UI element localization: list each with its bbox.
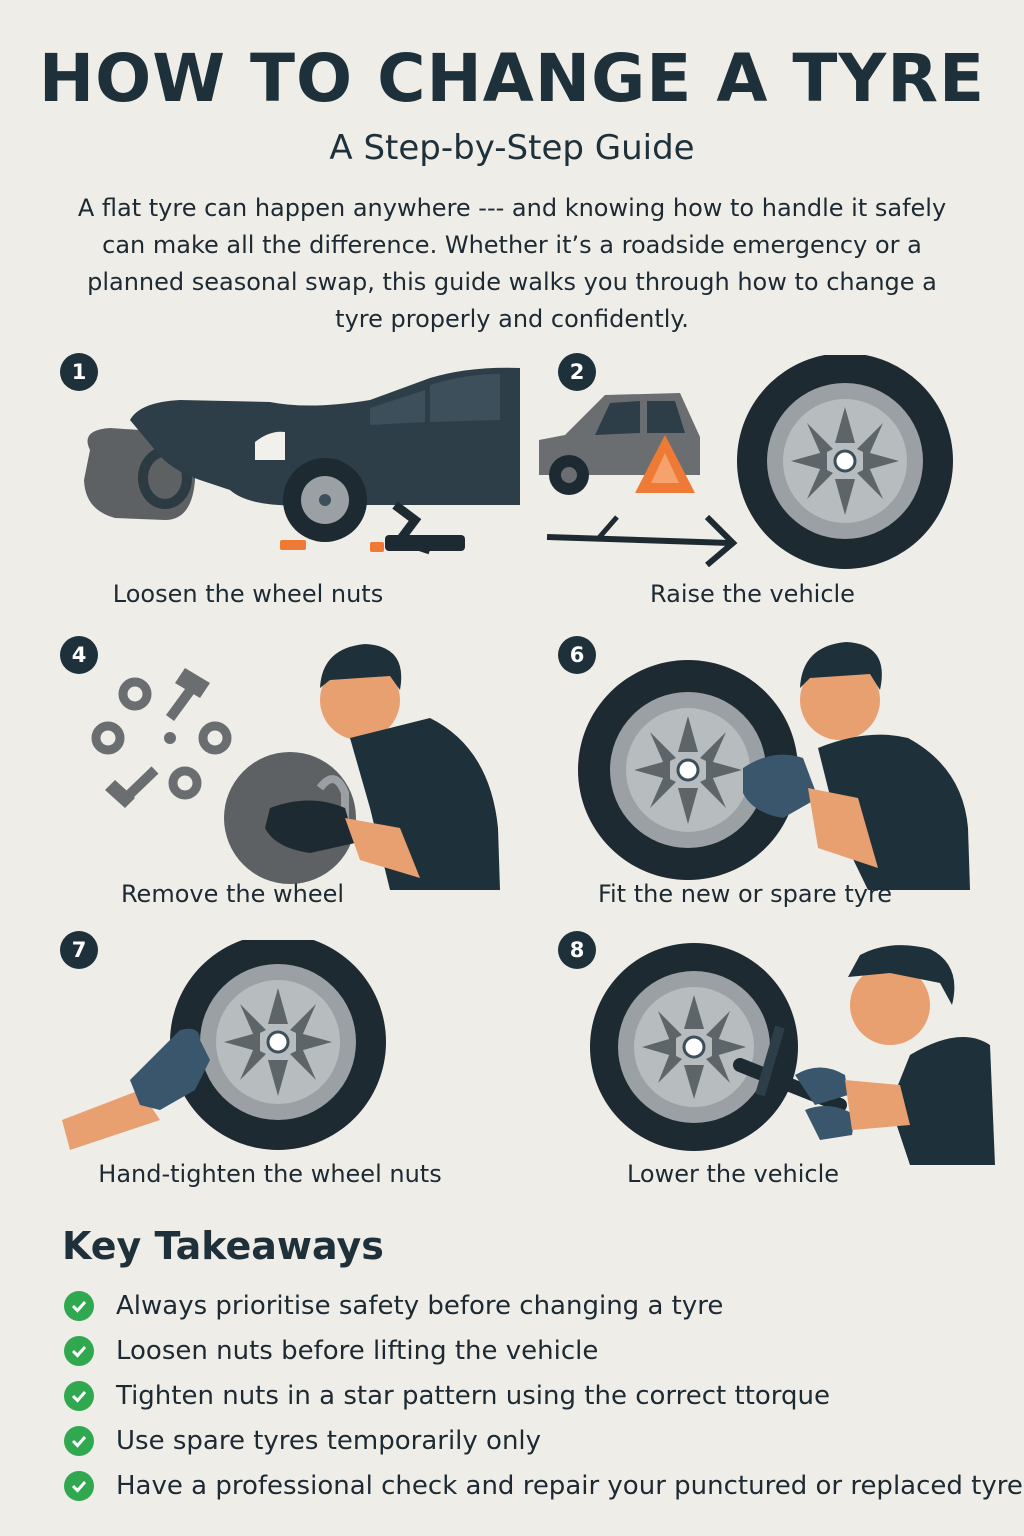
lower-vehicle-icon — [590, 943, 995, 1165]
list-item: Tighten nuts in a star pattern using the… — [64, 1373, 1023, 1418]
step-6-badge: 6 — [558, 636, 596, 674]
takeaways-title: Key Takeaways — [62, 1224, 384, 1268]
takeaways-list: Always prioritise safety before changing… — [64, 1283, 1023, 1508]
step-7-badge: 7 — [60, 931, 98, 969]
takeaway-text: Have a professional check and repair you… — [116, 1470, 1023, 1501]
list-item: Use spare tyres temporarily only — [64, 1418, 1023, 1463]
step-6-label: Fit the new or spare tyre — [597, 880, 893, 908]
step-1-badge: 1 — [60, 353, 98, 391]
takeaway-text: Use spare tyres temporarily only — [116, 1425, 542, 1456]
list-item: Have a professional check and repair you… — [64, 1463, 1023, 1508]
takeaway-text: Always prioritise safety before changing… — [116, 1290, 724, 1321]
check-icon — [64, 1335, 94, 1366]
step-8-badge: 8 — [558, 931, 596, 969]
check-icon — [64, 1380, 94, 1411]
step-2-label: Raise the vehicle — [650, 580, 855, 608]
check-icon — [64, 1470, 94, 1501]
check-icon — [64, 1290, 94, 1321]
step-4-badge: 4 — [60, 636, 98, 674]
fit-tyre-icon — [578, 642, 970, 890]
list-item: Loosen nuts before lifting the vehicle — [64, 1328, 1023, 1373]
step-2-badge: 2 — [558, 353, 596, 391]
step-7-label: Hand-tighten the wheel nuts — [98, 1160, 442, 1188]
page-subtitle: A Step-by-Step Guide — [329, 128, 695, 168]
list-item: Always prioritise safety before changing… — [64, 1283, 1023, 1328]
step-1-label: Loosen the wheel nuts — [112, 580, 384, 608]
intro-paragraph: A flat tyre can happen anywhere --- and … — [77, 194, 947, 333]
raise-vehicle-icon — [539, 355, 953, 569]
takeaway-text: Loosen nuts before lifting the vehicle — [116, 1335, 599, 1366]
step-4-label: Remove the wheel — [120, 880, 345, 908]
hand-tighten-icon — [62, 940, 386, 1150]
check-icon — [64, 1425, 94, 1456]
page-title: HOW TO CHANGE A TYRE — [38, 40, 986, 117]
remove-wheel-icon — [91, 644, 500, 890]
takeaway-text: Tighten nuts in a star pattern using the… — [116, 1380, 831, 1411]
car-on-jack-icon — [84, 367, 520, 555]
step-8-label: Lower the vehicle — [626, 1160, 839, 1188]
